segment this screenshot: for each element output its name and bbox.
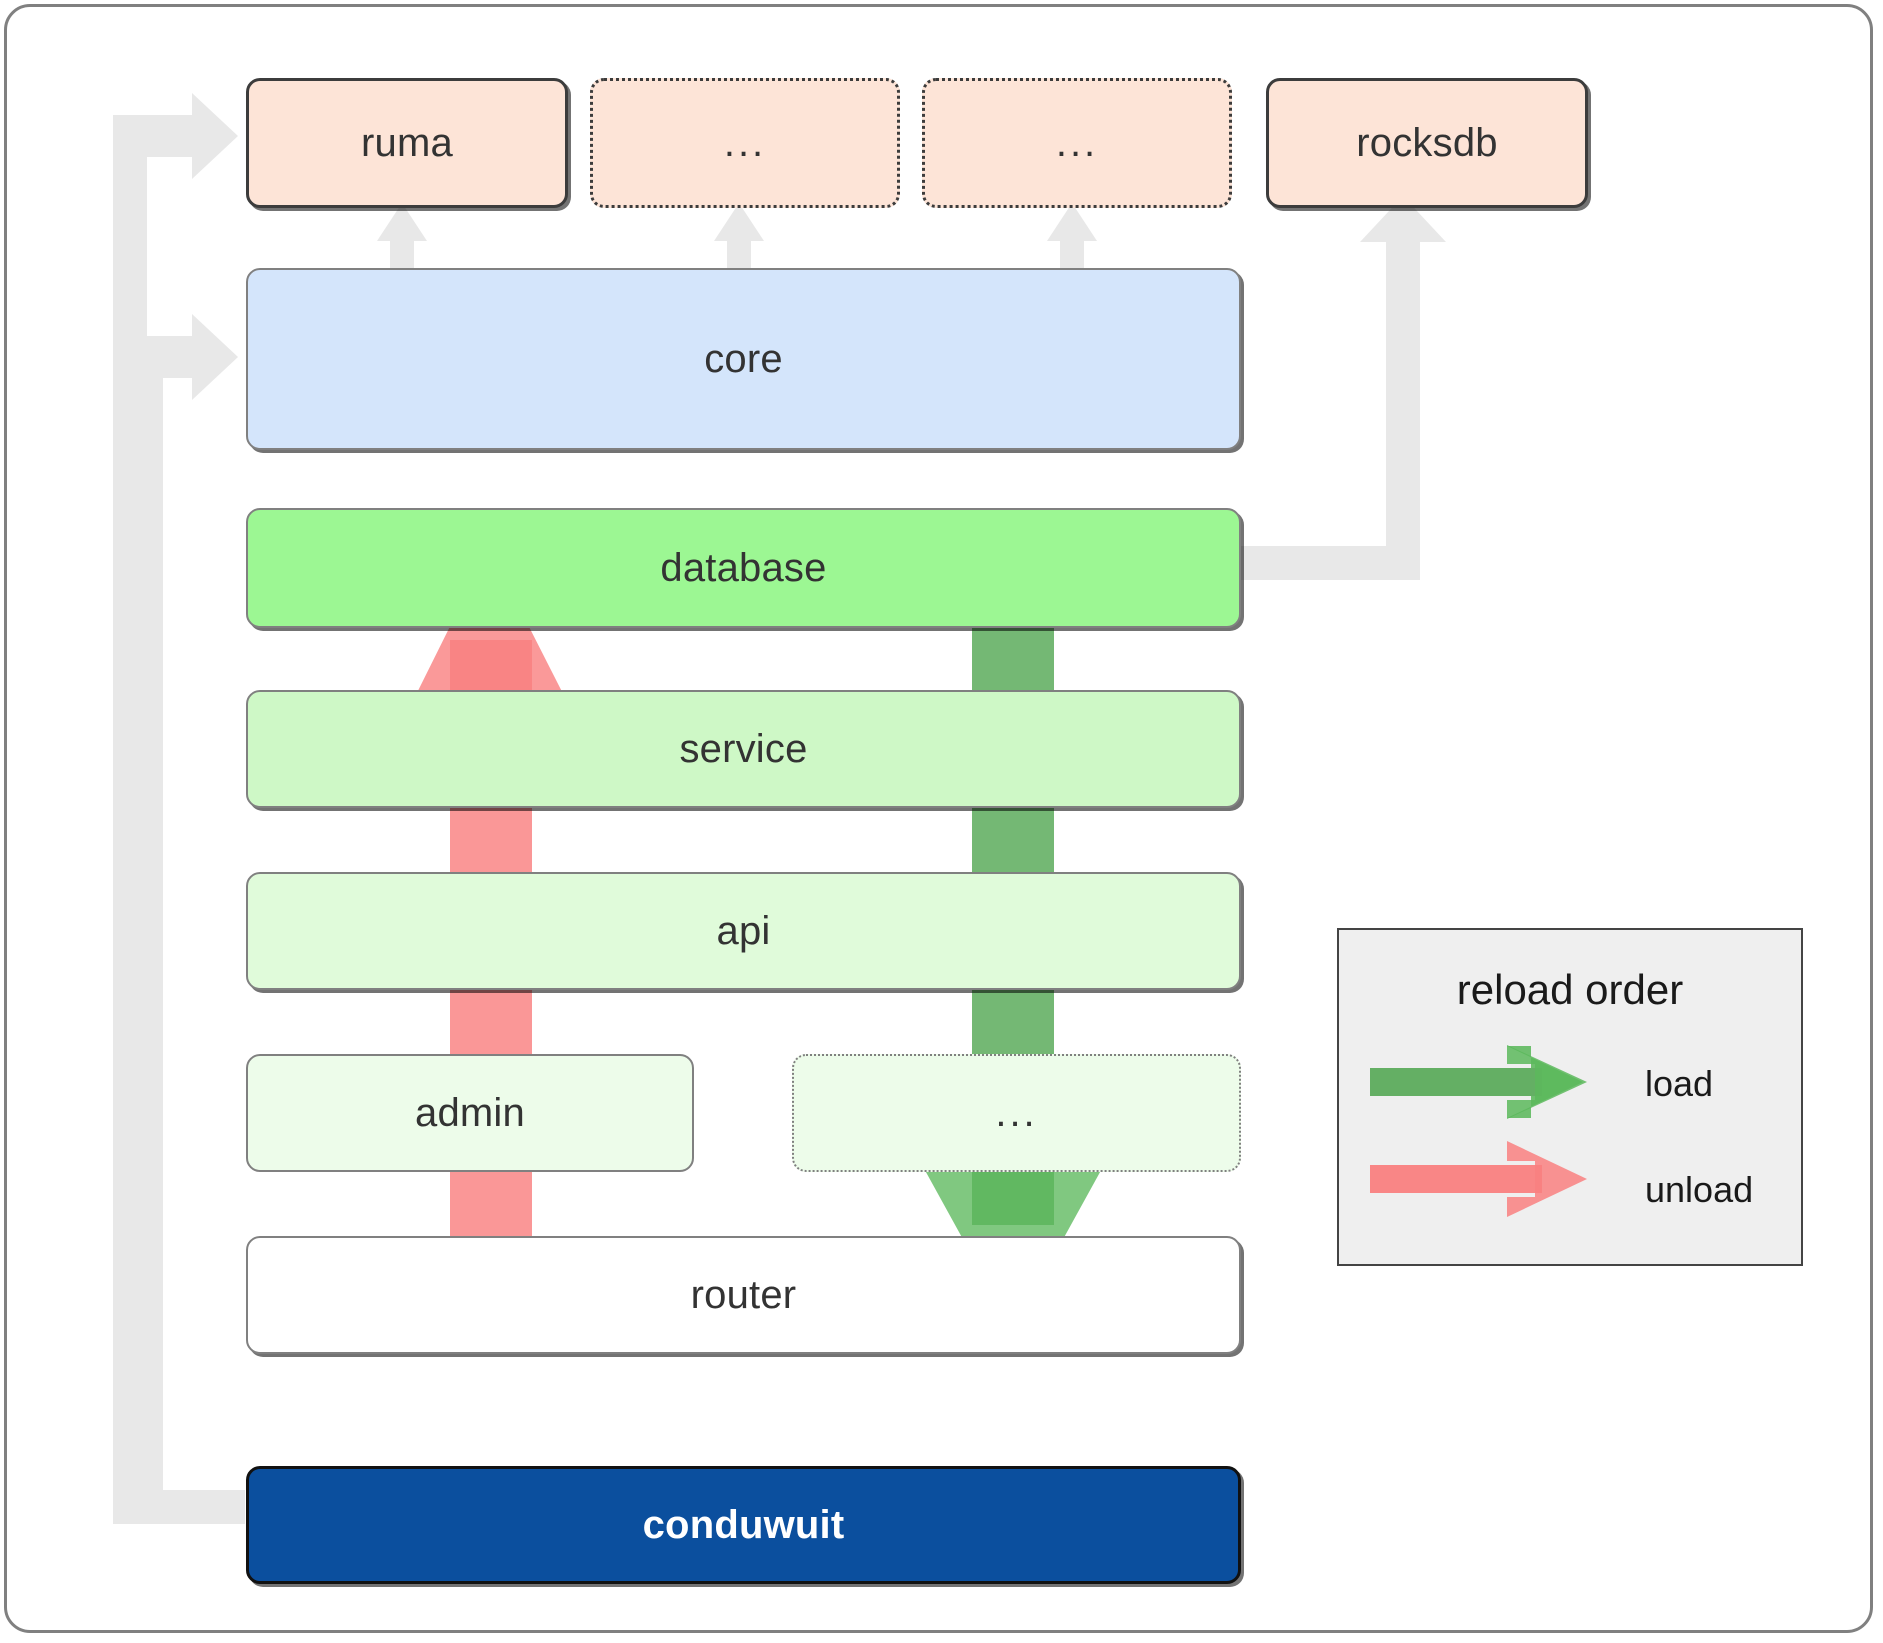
node-api-label: api <box>716 908 771 953</box>
legend-load-label: load <box>1645 1063 1714 1104</box>
node-ruma[interactable]: ruma <box>246 78 568 208</box>
node-ext-placeholder-1-label: ... <box>723 120 767 165</box>
legend-arrow-graphics <box>1370 1045 1587 1217</box>
legend-unload-arrow <box>1370 1141 1587 1217</box>
node-ext-placeholder-2[interactable]: ... <box>922 78 1232 208</box>
node-core-label: core <box>704 336 783 381</box>
node-router-label: router <box>690 1272 797 1317</box>
node-admin-placeholder[interactable]: ... <box>792 1054 1241 1172</box>
legend-unload-label: unload <box>1645 1169 1754 1210</box>
node-rocksdb[interactable]: rocksdb <box>1266 78 1588 208</box>
node-ext-placeholder-1[interactable]: ... <box>590 78 900 208</box>
node-router[interactable]: router <box>246 1236 1241 1354</box>
node-service-label: service <box>679 726 808 771</box>
legend-load-arrow <box>1370 1045 1587 1119</box>
legend-title: reload order <box>1456 966 1684 1013</box>
node-service[interactable]: service <box>246 690 1241 808</box>
node-admin-label: admin <box>415 1090 525 1135</box>
diagram-frame <box>4 4 1873 1633</box>
node-core[interactable]: core <box>246 268 1241 450</box>
node-api[interactable]: api <box>246 872 1241 990</box>
node-admin-placeholder-label: ... <box>995 1090 1038 1135</box>
node-conduwuit-label: conduwuit <box>642 1502 845 1547</box>
node-ext-placeholder-2-label: ... <box>1055 120 1099 165</box>
node-conduwuit[interactable]: conduwuit <box>246 1466 1241 1584</box>
node-ruma-label: ruma <box>361 120 453 165</box>
node-database-label: database <box>660 545 827 590</box>
node-rocksdb-label: rocksdb <box>1356 120 1498 165</box>
node-database[interactable]: database <box>246 508 1241 628</box>
legend-panel: reload order load unload <box>1337 928 1803 1266</box>
node-admin[interactable]: admin <box>246 1054 694 1172</box>
